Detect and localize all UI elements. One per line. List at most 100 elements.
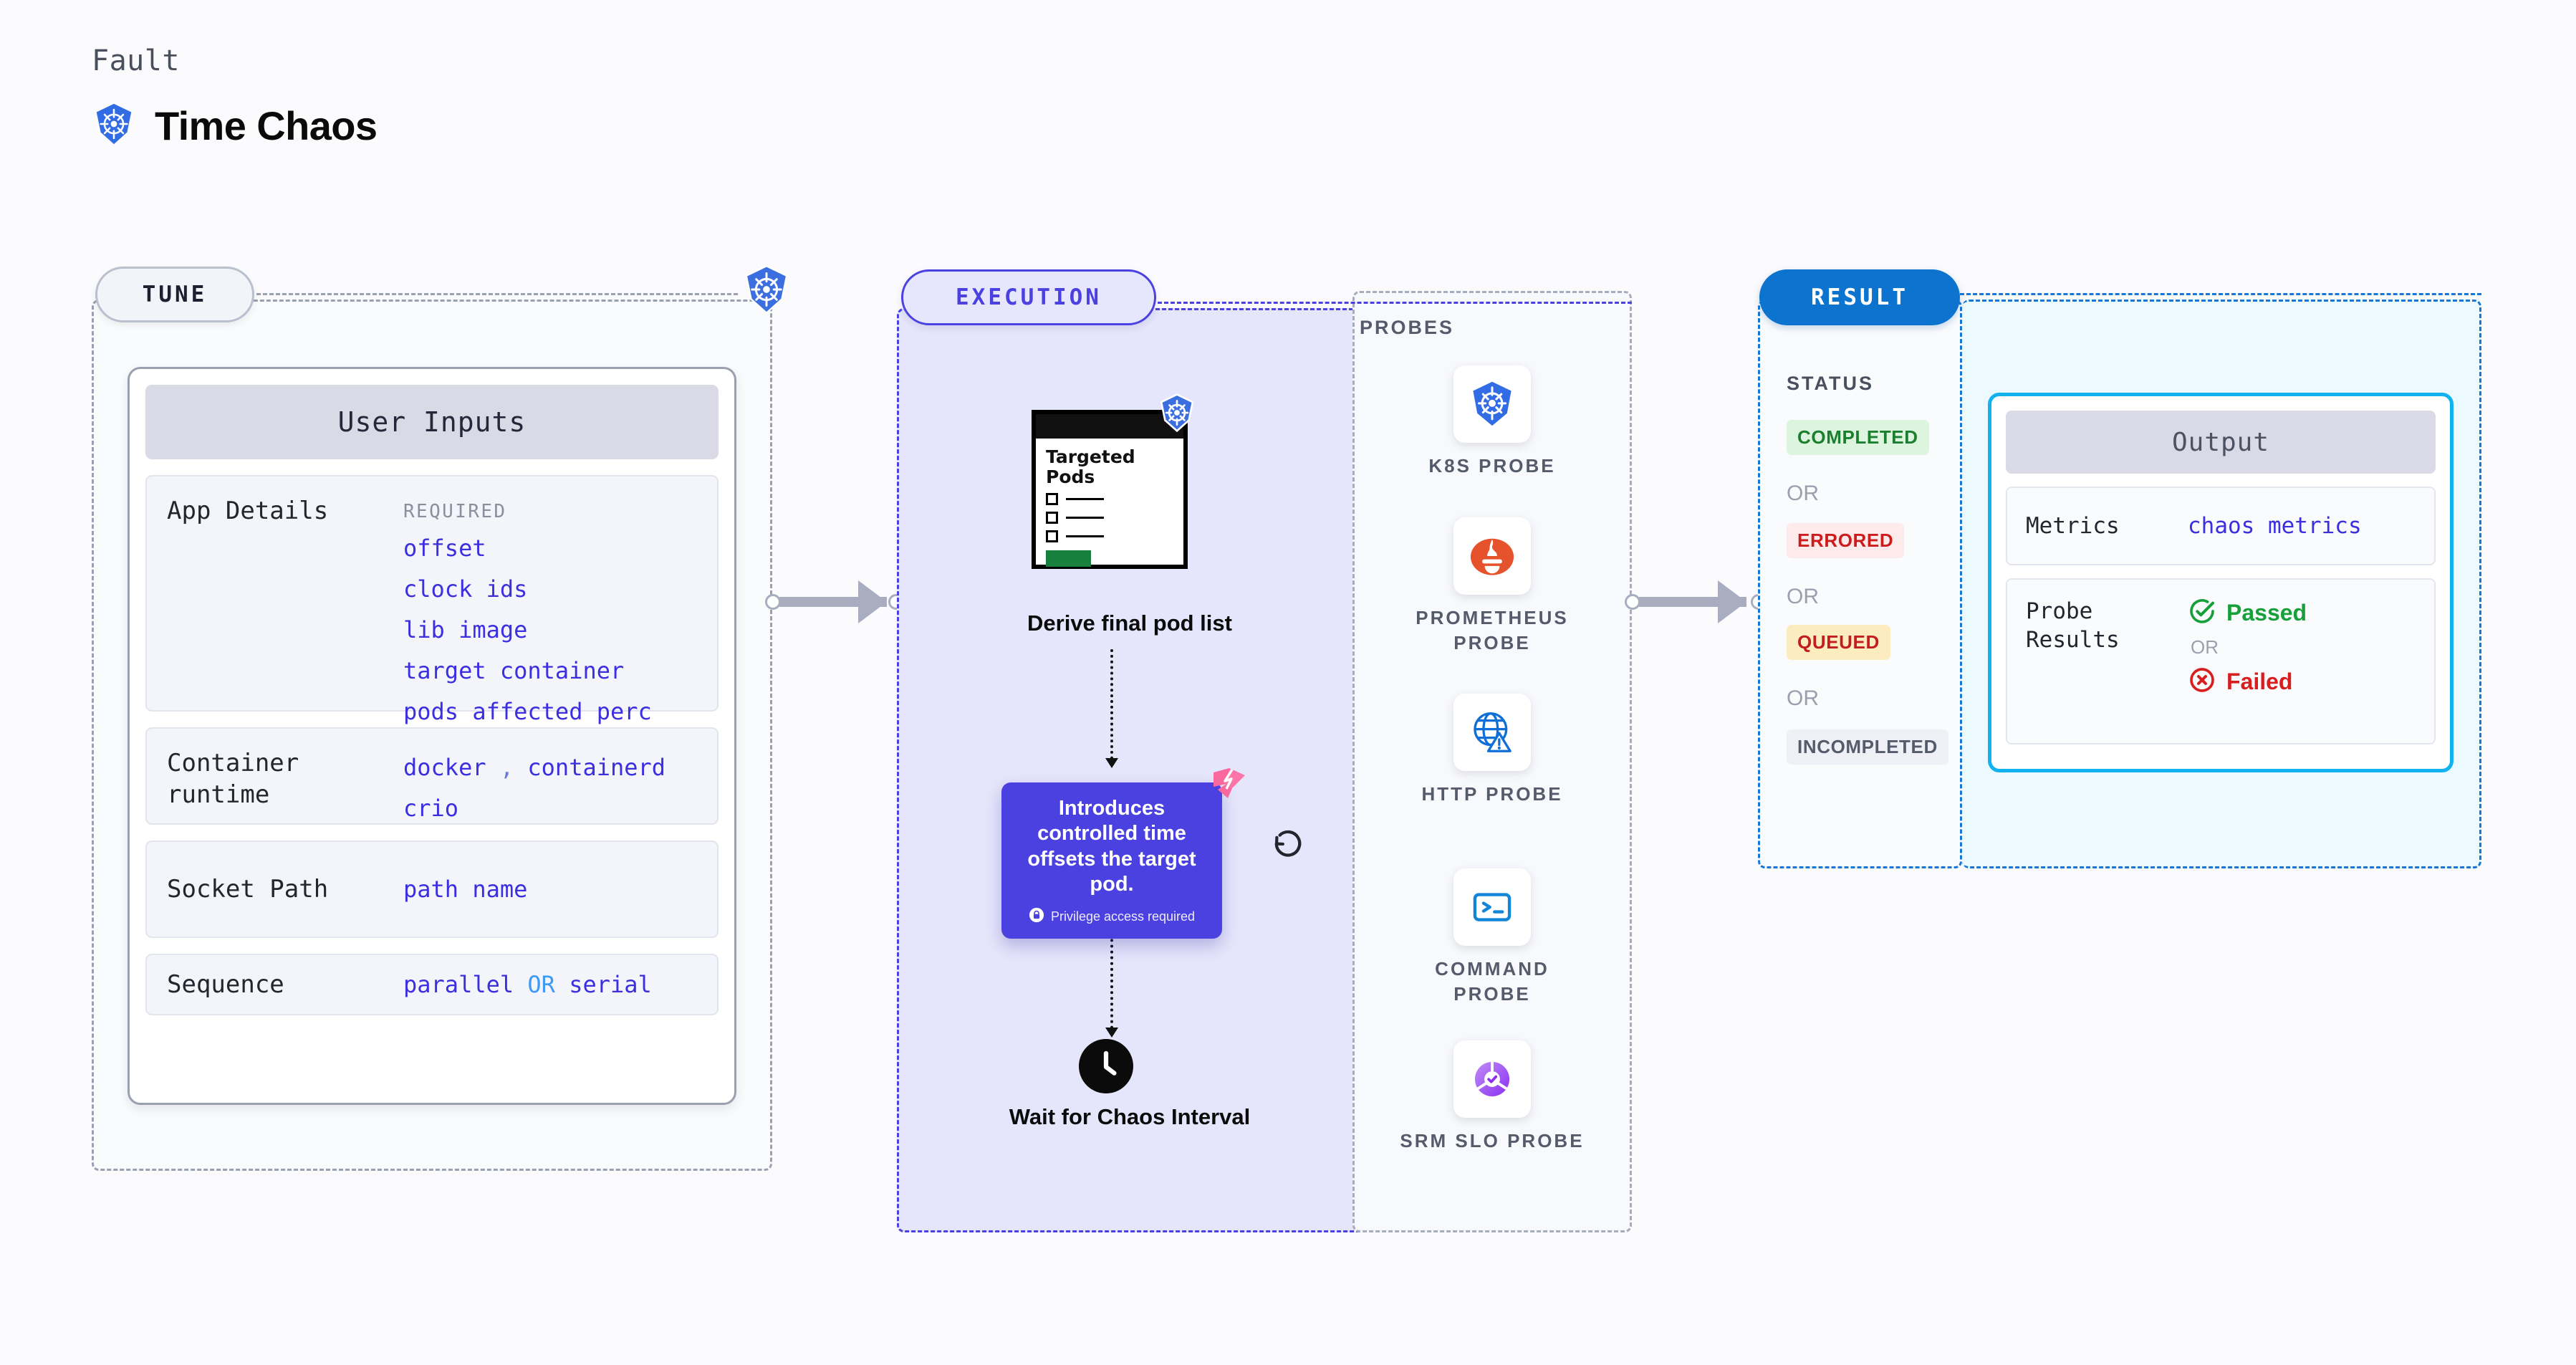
prometheus-icon (1453, 517, 1531, 595)
probe-results-values: Passed OR Failed (2188, 597, 2307, 726)
value-serial[interactable]: serial (569, 971, 652, 998)
targeted-pods-doc: Targeted Pods (1032, 410, 1188, 569)
fault-description-callout: Introduces controlled time offsets the t… (1001, 782, 1222, 939)
probe-results-or: OR (2191, 636, 2219, 658)
checkbox-icon (1046, 512, 1058, 524)
probe-results-key: Probe Results (2026, 598, 2120, 653)
doc-topbar (1036, 414, 1183, 439)
probe-label: SRM SLO PROBE (1400, 1130, 1585, 1151)
status-or-2: OR (1787, 585, 1819, 608)
execution-badge: EXECUTION (901, 269, 1156, 325)
metrics-value[interactable]: chaos metrics (2188, 513, 2362, 539)
failed-label: Failed (2226, 669, 2293, 694)
probes-title: PROBES (1360, 317, 1455, 338)
doc-title: Targeted Pods (1046, 446, 1135, 487)
status-title: STATUS (1787, 373, 1874, 394)
value-path-name[interactable]: path name (403, 875, 528, 903)
status-or-1: OR (1787, 482, 1819, 505)
probe-command[interactable]: COMMAND PROBE (1393, 868, 1591, 1007)
metrics-key: Metrics (2026, 512, 2120, 539)
value-docker[interactable]: docker (403, 754, 486, 781)
required-label: REQUIRED (403, 501, 507, 522)
connector-dot-left-2 (1625, 594, 1640, 610)
doc-body: Targeted Pods (1036, 439, 1183, 575)
socket-path-values: path name (403, 869, 527, 910)
value-containerd[interactable]: containerd (527, 754, 666, 781)
container-runtime-key: Container runtime (167, 749, 299, 810)
litmus-chaos-icon (1211, 765, 1248, 803)
status-badge-completed: COMPLETED (1787, 420, 1929, 455)
flow-arrow-1 (1105, 758, 1118, 768)
result-badge: RESULT (1759, 269, 1960, 325)
value-clock-ids[interactable]: clock ids (403, 575, 528, 603)
user-inputs-card: User Inputs App Details REQUIRED offset … (128, 367, 736, 1105)
clock-icon (1079, 1039, 1133, 1093)
connector-arrow-2 (1718, 580, 1746, 623)
probe-label: PROMETHEUS PROBE (1416, 607, 1569, 654)
socket-path-key: Socket Path (167, 874, 329, 904)
kubernetes-icon (92, 102, 136, 150)
fault-title-row: Time Chaos (92, 102, 378, 150)
execution-top-dashed-lead (1158, 302, 1632, 304)
value-lib-image[interactable]: lib image (403, 616, 528, 644)
socket-path-row: Socket Path path name (145, 840, 719, 938)
sequence-key: Sequence (167, 969, 284, 999)
page-title: Time Chaos (155, 103, 378, 148)
probe-http[interactable]: HTTP PROBE (1393, 694, 1591, 807)
connector-arrow-1 (858, 580, 887, 623)
callout-text: Introduces controlled time offsets the t… (1027, 797, 1196, 896)
probe-result-failed: Failed (2188, 666, 2307, 698)
doc-checkbox-row (1046, 493, 1173, 505)
output-card: Output Metrics chaos metrics Probe Resul… (1988, 393, 2454, 772)
value-crio[interactable]: crio (403, 794, 459, 822)
user-inputs-title: User Inputs (145, 385, 719, 459)
sequence-separator: OR (527, 971, 555, 998)
check-circle-icon (2188, 597, 2216, 629)
checkbox-icon (1046, 530, 1058, 542)
x-circle-icon (2188, 666, 2216, 698)
privilege-note: Privilege access required (1013, 907, 1211, 926)
status-badge-incompleted: INCOMPLETED (1787, 729, 1948, 765)
value-separator: , (499, 754, 514, 781)
kubernetes-icon (1157, 393, 1197, 433)
value-pods-affected-perc[interactable]: pods affected perc (403, 698, 652, 726)
checkbox-icon (1046, 493, 1058, 505)
kubernetes-icon (1453, 365, 1531, 443)
kubernetes-icon (741, 264, 792, 315)
probe-srm-slo[interactable]: SRM SLO PROBE (1393, 1040, 1591, 1154)
value-target-container[interactable]: target container (403, 657, 625, 685)
tune-badge: TUNE (95, 267, 254, 322)
probe-result-passed: Passed (2188, 597, 2307, 629)
probe-prometheus[interactable]: PROMETHEUS PROBE (1393, 517, 1591, 656)
fault-eyebrow: Fault (92, 44, 180, 77)
metrics-row: Metrics chaos metrics (2006, 487, 2436, 565)
probe-k8s[interactable]: K8S PROBE (1393, 365, 1591, 479)
value-offset[interactable]: offset (403, 535, 486, 562)
container-runtime-values: docker , containerd crio (403, 747, 666, 822)
doc-line (1066, 517, 1104, 519)
lock-icon (1029, 907, 1044, 926)
connector-dot-left (765, 594, 781, 610)
doc-line (1066, 498, 1104, 500)
doc-green-block (1046, 550, 1091, 567)
status-or-3: OR (1787, 686, 1819, 710)
app-details-values: REQUIRED offset clock ids lib image targ… (403, 495, 652, 725)
flow-arrow-2 (1105, 1028, 1118, 1038)
app-details-key: App Details (167, 497, 329, 525)
globe-warning-icon (1453, 694, 1531, 771)
status-badge-queued: QUEUED (1787, 625, 1890, 660)
wait-for-chaos-interval-label: Wait for Chaos Interval (1009, 1104, 1251, 1129)
page-header: Fault Time Chaos (92, 44, 378, 150)
status-badge-errored: ERRORED (1787, 523, 1905, 558)
flow-line-2 (1110, 916, 1113, 1029)
container-runtime-row: Container runtime docker , containerd cr… (145, 727, 719, 825)
app-details-row: App Details REQUIRED offset clock ids li… (145, 475, 719, 725)
result-status-panel (1758, 300, 1962, 868)
privilege-note-text: Privilege access required (1050, 909, 1196, 924)
doc-line (1066, 535, 1104, 537)
passed-label: Passed (2226, 600, 2307, 626)
terminal-icon (1453, 868, 1531, 946)
probe-label: HTTP PROBE (1421, 783, 1563, 805)
value-parallel[interactable]: parallel (403, 971, 514, 998)
refresh-loop-icon[interactable] (1269, 824, 1307, 861)
